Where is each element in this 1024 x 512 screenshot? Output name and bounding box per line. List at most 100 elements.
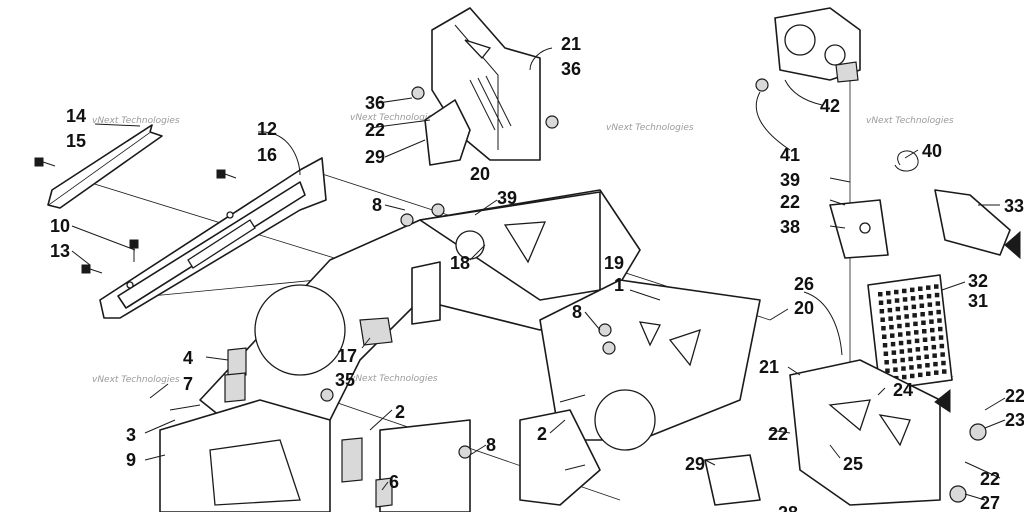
grille-hole [909,365,914,370]
bumper-12 [99,157,327,319]
callout-6: 6 [389,472,399,492]
grille-hole [932,353,937,358]
grille-hole [902,374,907,380]
grille-hole [888,316,893,321]
callout-9: 9 [126,450,136,470]
callout-39: 39 [780,170,800,190]
grille-hole [934,284,939,289]
grille-hole [904,314,909,319]
callout-35: 35 [335,370,355,390]
callout-1: 1 [614,275,624,295]
callout-36: 36 [365,93,385,113]
grille-hole [901,366,906,371]
frame-hardware [169,203,616,508]
callout-42: 42 [820,96,840,116]
grille-hole [916,355,921,361]
grille-hole [891,350,897,355]
grille-hole [923,346,929,351]
grille-hole [887,307,893,313]
grille-hole [933,361,938,367]
grille-hole [907,348,913,353]
callout-41: 41 [780,145,800,165]
callout-28: 28 [778,503,798,512]
grille-hole [942,369,947,374]
grille-hole [895,306,901,312]
callout-10: 10 [50,216,70,236]
grille-hole [890,333,895,338]
grille-hole [898,332,903,337]
callout-13: 13 [50,241,70,261]
callout-21: 21 [759,357,779,377]
arrows [934,230,1021,413]
grille-hole [902,288,907,294]
callout-7: 7 [183,374,193,394]
grille-hole [918,286,923,291]
grille-hole [934,370,939,375]
grille-slots [469,75,512,131]
grille-hole [937,318,942,323]
grille-hole [878,300,884,305]
callout-39: 39 [497,188,517,208]
grille-hole [899,349,905,354]
upper-bracket-21 [424,7,541,166]
grille-hole [882,334,887,339]
nuts-36 [411,86,559,129]
bracket-21-lower [704,359,987,506]
grille-hole [915,347,921,352]
watermark: vNext Technologies [350,374,438,384]
callout-33: 33 [1004,196,1024,216]
callout-21: 21 [561,34,581,54]
callout-22: 22 [768,424,788,444]
callout-2: 2 [537,424,547,444]
chassis-frame [159,189,761,512]
grille-hole [918,295,924,300]
grille-hole [880,317,885,322]
callout-22: 22 [365,120,385,140]
grille-hole [931,344,937,350]
grille-hole [900,357,905,363]
grille-hole [924,354,929,359]
grille-hole [922,337,928,342]
grille-hole [938,326,943,332]
grille-hole [896,315,901,320]
grille-hole [925,363,930,368]
grille-hole [913,321,918,327]
grille-hole [926,371,931,376]
grille-hole [908,356,913,362]
grille-hole [922,329,927,334]
grille-hole [906,331,911,336]
grille-hole [912,313,917,318]
grille-hole [878,292,883,297]
grille-hole [936,309,941,315]
grille-hole [886,299,892,304]
callout-20: 20 [794,298,814,318]
grille-hole [893,367,898,372]
grille-hole [930,336,936,341]
callout-29: 29 [365,147,385,167]
grille-hole [884,360,889,365]
motor-assembly [755,7,919,172]
grille-hole [883,351,889,356]
grille-hole [921,320,926,325]
grille-hole [914,338,920,344]
grille-hole [903,305,909,311]
callout-8: 8 [486,435,496,455]
callout-14: 14 [66,106,86,126]
grille-hole [910,296,916,301]
grille-hole [894,298,900,303]
callout-8: 8 [372,195,382,215]
grille-hole [914,330,919,335]
grille-hole [920,312,925,317]
grille-hole [889,324,894,330]
grille-hole [910,287,915,293]
grille-hole [929,319,934,324]
callout-27: 27 [980,493,1000,512]
grille-hole [892,358,897,364]
grille-hole [919,303,925,308]
callout-15: 15 [66,131,86,151]
grille-hole [927,302,933,307]
grille-hole [935,301,941,306]
leader-lines [71,47,1006,501]
